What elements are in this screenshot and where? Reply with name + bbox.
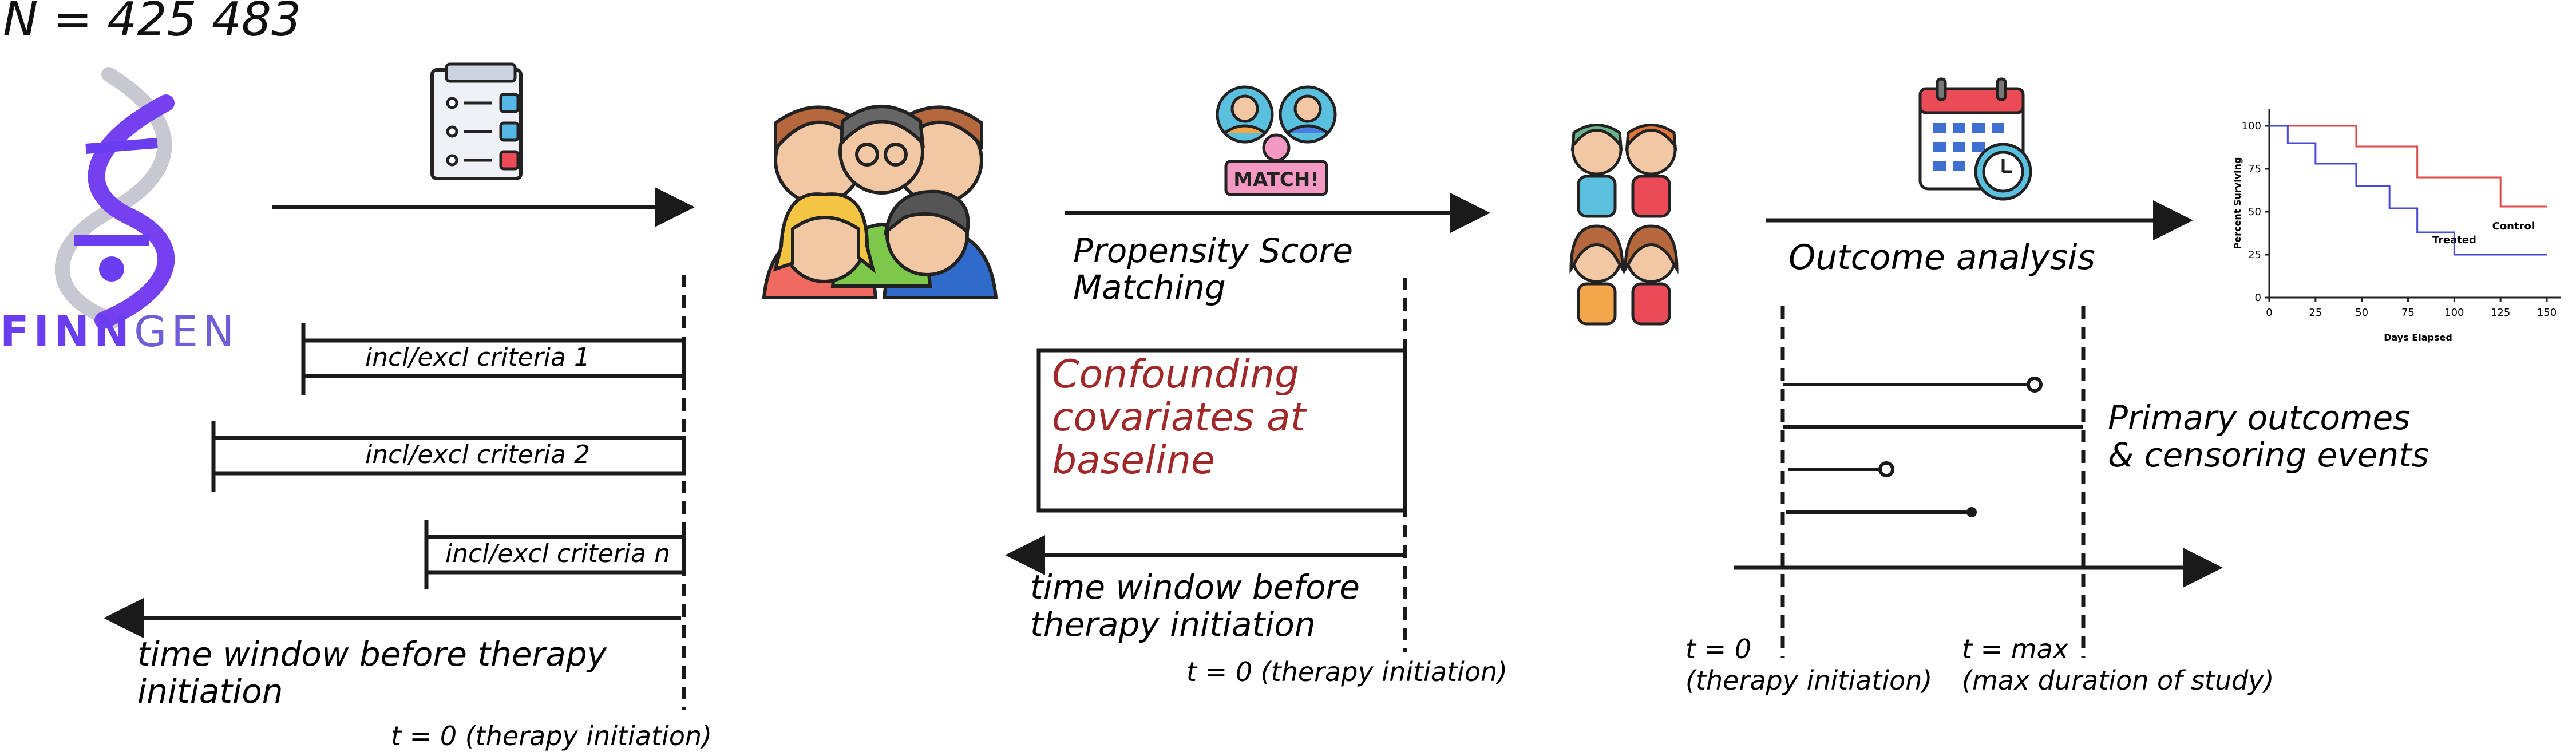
stage3-t0-label-line2: (therapy initiation) <box>1685 665 1932 696</box>
y-tick-label: 100 <box>2242 120 2261 132</box>
calendar-clock-icon <box>1918 77 2032 201</box>
series-label-control: Control <box>2492 220 2535 232</box>
stage1-window-label-line1: time window before therapy <box>137 635 607 674</box>
series-line-treated <box>2269 125 2547 256</box>
stage1-window-label-line2: initiation <box>137 672 283 711</box>
criteria-bar-n: incl/excl criteria n <box>424 520 686 589</box>
confounders-line2: covariates at <box>1052 395 1307 440</box>
criteria-bar-2: incl/excl criteria 2 <box>211 421 686 492</box>
follow-up-line-3 <box>1788 461 1894 477</box>
stage2-window-label-line2: therapy initiation <box>1030 605 1316 644</box>
follow-up-line-1 <box>1783 377 2043 393</box>
stage2-title-line1: Propensity Score <box>1073 231 1353 270</box>
logo-text-finn: FINN <box>0 307 134 357</box>
checklist-icon <box>430 62 523 180</box>
x-tick-label: 150 <box>2537 307 2557 319</box>
x-tick-label: 50 <box>2355 307 2368 319</box>
criteria-bar-1: incl/excl criteria 1 <box>301 323 686 395</box>
match-badge-label: MATCH! <box>1233 168 1319 191</box>
stage2-window-label-line1: time window before <box>1030 568 1360 607</box>
y-tick-label: 75 <box>2248 163 2261 175</box>
stage3-tmax-label-line1: t = max <box>1962 634 2069 664</box>
logo-text-gen: GEN <box>134 307 239 357</box>
outcomes-label-line2: & censoring events <box>2108 436 2429 474</box>
chart-x-label: Days Elapsed <box>2384 332 2452 343</box>
confounders-box <box>1036 348 1407 513</box>
stage3-t0-label-line1: t = 0 <box>1685 634 1751 664</box>
survival-chart: Percent Surviving Days Elapsed 0 25 50 75 10… <box>2232 109 2561 343</box>
match-icon <box>1216 85 1337 196</box>
criteria-label-2: incl/excl criteria 2 <box>365 440 590 469</box>
matched-pairs-icon <box>1569 124 1679 326</box>
confounders-line1: Confounding <box>1052 352 1299 397</box>
stage3-title: Outcome analysis <box>1788 238 2095 278</box>
chart-y-label: Percent Surviving <box>2232 157 2243 250</box>
stage3-tmax-label-line2: (max duration of study) <box>1962 665 2274 696</box>
dna-helix-icon <box>54 67 175 329</box>
series-label-treated: Treated <box>2432 234 2476 246</box>
series-line-control <box>2269 125 2547 208</box>
x-tick-label: 125 <box>2491 307 2510 319</box>
y-tick-label: 25 <box>2248 249 2261 261</box>
x-tick-label: 75 <box>2401 307 2415 319</box>
criteria-label-n: incl/excl criteria n <box>445 539 670 568</box>
y-tick-label: 0 <box>2255 292 2261 304</box>
x-tick-label: 0 <box>2266 307 2272 319</box>
confounders-line3: baseline <box>1052 438 1215 483</box>
sample-size-label: N = 425 483 <box>3 0 301 47</box>
y-tick-label: 50 <box>2248 206 2261 218</box>
outcomes-label-line1: Primary outcomes <box>2108 398 2410 437</box>
x-tick-label: 100 <box>2444 307 2464 319</box>
stage2-t0-label: t = 0 (therapy initiation) <box>1186 656 1507 687</box>
people-group-icon <box>762 105 998 299</box>
follow-up-line-4 <box>1786 507 1977 517</box>
stage2-title-line2: Matching <box>1073 268 1226 307</box>
x-tick-label: 25 <box>2309 307 2322 319</box>
svg-text:FINNGEN: FINNGEN <box>0 307 239 357</box>
criteria-label-1: incl/excl criteria 1 <box>365 343 590 372</box>
finngen-logo: FINNGEN <box>0 67 239 357</box>
stage1-t0-label: t = 0 (therapy initiation) <box>391 721 712 751</box>
